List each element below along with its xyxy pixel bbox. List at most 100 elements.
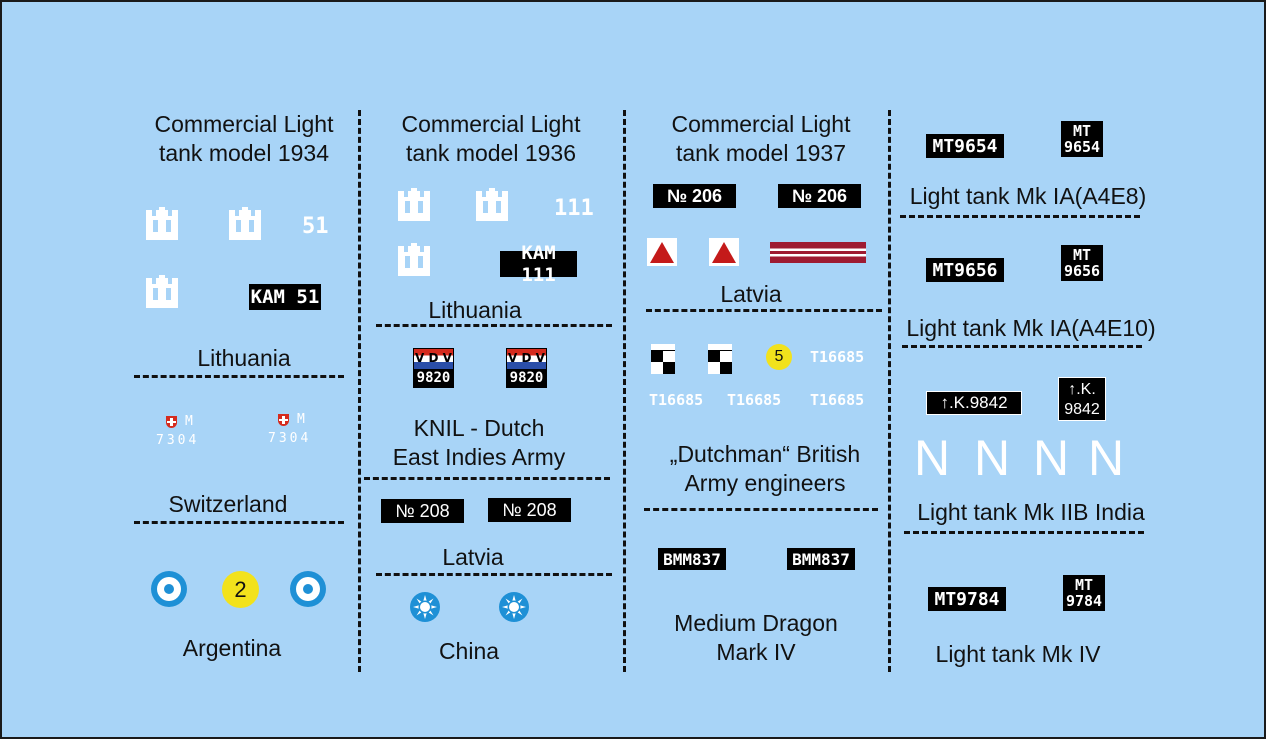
divider-horizontal <box>376 324 612 327</box>
plate-k-top: ↑.K. <box>1068 381 1096 398</box>
plate-no-208: № 208 <box>381 499 464 523</box>
plate-kam-51: KAM 51 <box>249 284 321 310</box>
plate-no-208: № 208 <box>488 498 571 522</box>
col3-dragon-line1: Medium Dragon <box>674 610 838 636</box>
knil-plate: V D V 9820 <box>506 348 547 388</box>
swiss-cross-icon <box>166 416 177 428</box>
col4-mk1a-a4e10-label: Light tank Mk IA(A4E10) <box>906 315 1156 341</box>
latvian-flag-stripes <box>770 242 866 263</box>
plate-mt-bottom: 9656 <box>1063 262 1101 280</box>
plate-mt-bottom: 9784 <box>1065 592 1103 610</box>
divider-vertical-3 <box>888 110 891 672</box>
plate-mt-9784-stacked: MT 9784 <box>1063 575 1105 611</box>
divider-horizontal <box>646 309 882 312</box>
col1-title-line2: tank model 1934 <box>158 140 330 166</box>
divider-horizontal <box>904 531 1144 534</box>
plate-mt-9654-stacked: MT 9654 <box>1061 121 1103 157</box>
india-n-letter: N <box>1088 430 1125 486</box>
divider-horizontal <box>134 521 344 524</box>
knil-letters: V D V <box>508 351 545 365</box>
divider-horizontal <box>364 477 610 480</box>
col1-title-line1: Commercial Light <box>154 111 334 137</box>
china-sun-roundel-icon <box>499 592 529 622</box>
plate-mt-top: MT <box>1074 576 1094 594</box>
swiss-number: 7304 <box>268 431 312 446</box>
plate-mt-9656-stacked: MT 9656 <box>1061 245 1103 281</box>
china-sun-roundel-icon <box>410 592 440 622</box>
knil-flag-stripes <box>414 349 453 369</box>
vytis-columns-icon <box>398 188 430 221</box>
col3-dragon-line2: Mark IV <box>716 639 796 665</box>
swiss-m-letter: M <box>297 412 305 427</box>
plate-k-9842-stacked: ↑.K. 9842 <box>1058 377 1106 421</box>
col3-title: Commercial Light tank model 1937 <box>650 110 872 168</box>
col2-lithuania-label: Lithuania <box>428 297 522 323</box>
col3-dragon-label: Medium Dragon Mark IV <box>645 609 867 667</box>
swiss-cross-icon <box>278 414 289 426</box>
argentina-number: 2 <box>234 576 247 602</box>
yellow-number: 5 <box>774 348 784 365</box>
latvia-triangle-marking <box>647 238 677 266</box>
t-number: T16685 <box>810 391 865 409</box>
swiss-m-letter: M <box>185 414 193 429</box>
knil-letters: V D V <box>415 351 452 365</box>
t-number: T16685 <box>727 391 782 409</box>
vytis-columns-icon <box>476 188 508 221</box>
col1-argentina-label: Argentina <box>182 635 282 661</box>
plate-bmm837: BMM837 <box>658 548 726 570</box>
col1-lithuania-label: Lithuania <box>197 345 291 371</box>
plate-mt9656: MT9656 <box>926 258 1004 282</box>
plate-k-bottom: 9842 <box>1064 401 1100 418</box>
t-number: T16685 <box>649 391 704 409</box>
plate-mt9784: MT9784 <box>928 587 1006 611</box>
col3-dutchman-line2: Army engineers <box>684 470 846 496</box>
col4-mk2b-india-label: Light tank Mk IIB India <box>917 499 1145 525</box>
col2-knil-line2: East Indies Army <box>392 444 566 470</box>
plate-k9842: ↑.K.9842 <box>926 391 1022 415</box>
plate-bmm837: BMM837 <box>787 548 855 570</box>
argentina-yellow-disc: 2 <box>222 571 259 608</box>
vytis-columns-icon <box>398 243 430 276</box>
col2-title-line2: tank model 1936 <box>405 140 577 166</box>
col1-title: Commercial Light tank model 1934 <box>134 110 354 168</box>
india-n-letter: N <box>1033 430 1070 486</box>
col4-mk1a-a4e8-label: Light tank Mk IA(A4E8) <box>909 183 1147 209</box>
vytis-columns-icon <box>146 275 178 308</box>
tank-number-51: 51 <box>302 214 329 239</box>
divider-vertical-1 <box>358 110 361 672</box>
col2-knil-label: KNIL - Dutch East Indies Army <box>368 414 590 472</box>
knil-number: 9820 <box>416 370 451 386</box>
yellow-number-disc: 5 <box>766 344 792 370</box>
col2-china-label: China <box>438 638 500 664</box>
vytis-columns-icon <box>229 207 261 240</box>
col2-title: Commercial Light tank model 1936 <box>380 110 602 168</box>
col2-knil-line1: KNIL - Dutch <box>413 415 545 441</box>
india-n-letter: N <box>914 430 951 486</box>
argentina-roundel-icon <box>151 571 187 607</box>
col3-title-line2: tank model 1937 <box>675 140 847 166</box>
col3-dutchman-label: „Dutchman“ British Army engineers <box>654 440 876 498</box>
swiss-marking: M 7304 <box>154 414 204 450</box>
vytis-columns-icon <box>146 207 178 240</box>
engineer-checker-marking <box>651 344 675 374</box>
plate-k9842-text: ↑.K.9842 <box>940 393 1008 412</box>
knil-plate: V D V 9820 <box>413 348 454 388</box>
argentina-roundel-icon <box>290 571 326 607</box>
knil-number: 9820 <box>509 370 544 386</box>
engineer-checker-marking <box>708 344 732 374</box>
tank-number-111: 111 <box>554 196 594 221</box>
latvia-triangle-marking <box>709 238 739 266</box>
plate-no-206: № 206 <box>778 184 861 208</box>
plate-mt-top: MT <box>1072 122 1092 140</box>
red-triangle-icon <box>650 242 674 263</box>
swiss-number: 7304 <box>156 433 200 448</box>
knil-flag-stripes <box>507 349 546 369</box>
divider-horizontal <box>376 573 612 576</box>
plate-mt-top: MT <box>1072 246 1092 264</box>
plate-kam-111: KAM 111 <box>500 242 577 286</box>
divider-horizontal <box>902 345 1142 348</box>
divider-horizontal <box>900 215 1140 218</box>
col3-latvia-label: Latvia <box>720 281 782 307</box>
col3-title-line1: Commercial Light <box>671 111 851 137</box>
